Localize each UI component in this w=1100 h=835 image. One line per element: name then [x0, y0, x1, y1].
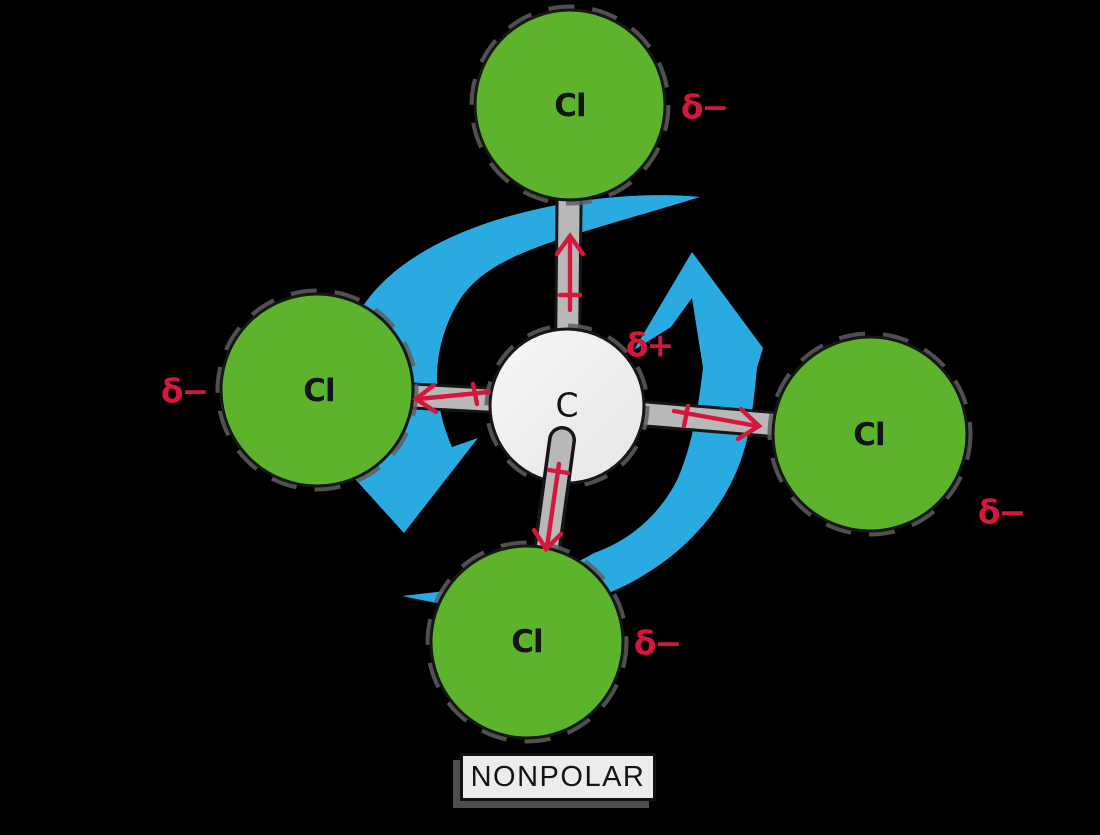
- dipole-arrow-left: [412, 381, 492, 415]
- partial-charge-carbon: δ+: [625, 325, 674, 365]
- sketch-halo: [767, 331, 973, 537]
- partial-charge-cl-top: δ−: [680, 87, 729, 127]
- atom-cl-bottom: [425, 540, 629, 744]
- rotation-arrow-top-left-icon: [341, 195, 700, 533]
- atom-label-cl-top: Cl: [554, 88, 586, 124]
- atom-cl-top: [469, 4, 671, 206]
- polarity-caption-box: NONPOLAR: [460, 753, 656, 801]
- atom-label-carbon: C: [555, 385, 579, 425]
- polarity-caption: NONPOLAR: [470, 760, 646, 793]
- atom-circle-cl-right: [771, 335, 969, 533]
- dipole-arrow-right: [671, 403, 763, 442]
- dipole-cross: [546, 467, 571, 476]
- dipole-cross: [681, 403, 691, 429]
- atom-circle-cl-top: [473, 8, 667, 202]
- partial-charge-cl-left: δ−: [160, 371, 209, 411]
- atom-label-cl-right: Cl: [853, 417, 885, 453]
- sketch-halo: [484, 323, 650, 489]
- sketch-halo: [425, 540, 629, 744]
- atom-label-cl-left: Cl: [303, 373, 335, 409]
- atom-label-cl-bottom: Cl: [511, 624, 543, 660]
- atom-cl-left: [215, 288, 419, 492]
- sketch-halo: [215, 288, 419, 492]
- partial-charge-cl-right: δ−: [977, 492, 1026, 532]
- atom-circle-cl-bottom: [429, 544, 625, 740]
- dipole-arrow-bottom: [531, 461, 571, 553]
- dipole-arrow-top: [554, 232, 586, 313]
- partial-charge-cl-bottom: δ−: [633, 623, 682, 663]
- atom-cl-right: [767, 331, 973, 537]
- atom-circle-cl-left: [219, 292, 415, 488]
- sketch-halo: [469, 4, 671, 206]
- dipole-cross: [470, 381, 480, 407]
- rotation-arrow-bottom-right-icon: [402, 252, 763, 610]
